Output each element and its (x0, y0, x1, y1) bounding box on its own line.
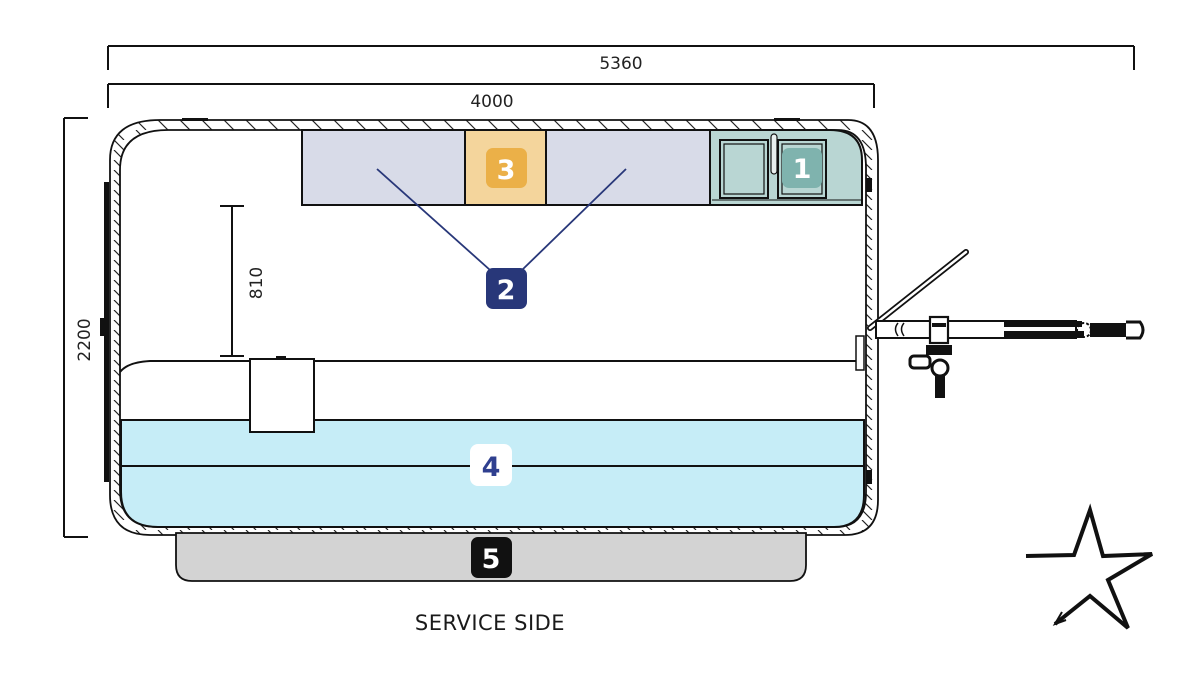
door-latch-right (855, 335, 865, 371)
door-latch-left (100, 318, 106, 336)
body-width-label: 2200 (75, 318, 95, 361)
overall-length-label: 5360 (599, 54, 642, 74)
dimension-aisle-clearance: 810 (220, 205, 267, 357)
badge-zone-3: 3 (486, 148, 527, 188)
sink-basin-right (777, 139, 827, 199)
svg-text:2: 2 (497, 275, 516, 306)
svg-text:5: 5 (482, 544, 501, 575)
badge-zone-4: 4 (470, 444, 512, 486)
badge-zone-5: 5 (471, 537, 512, 578)
svg-text:1: 1 (793, 154, 812, 185)
sink-basin-left (719, 139, 769, 199)
svg-text:4: 4 (482, 452, 501, 483)
zone-2-leader-lines (376, 168, 627, 271)
dimension-body-length: 4000 (107, 83, 875, 112)
dimension-overall-length: 5360 (107, 45, 1135, 74)
service-side-caption: SERVICE SIDE (415, 611, 565, 635)
zone-2-right-counter (545, 129, 711, 206)
tow-hitch-icon (867, 249, 1145, 398)
badge-zone-1: 1 (782, 148, 822, 188)
star-icon (1025, 503, 1154, 630)
dimension-body-width: 2200 (63, 117, 95, 538)
badge-zone-2: 2 (486, 268, 527, 309)
zone-2-left-counter (301, 129, 466, 206)
body-length-label: 4000 (470, 92, 513, 112)
aisle-clearance-label: 810 (247, 267, 267, 299)
counter-appliance-box (249, 358, 315, 433)
counter-back-edge (119, 360, 862, 373)
faucet-icon (770, 133, 778, 175)
svg-text:3: 3 (497, 155, 516, 186)
